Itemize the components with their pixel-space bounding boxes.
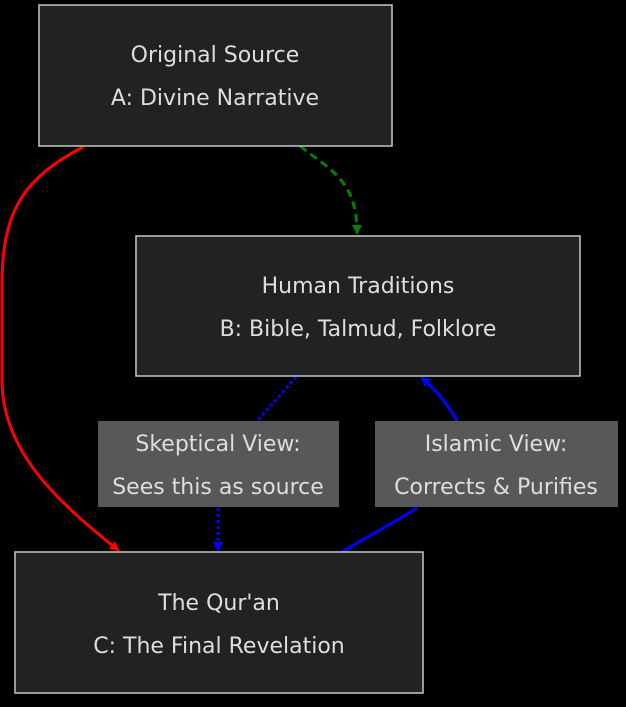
edge-islamic-label-to-b [420,376,459,422]
skeptical-label-line1: Skeptical View: [135,432,300,457]
node-quran: The Qur'an C: The Final Revelation [14,551,424,694]
edge-a-to-c [0,145,120,552]
node-a-subtitle: A: Divine Narrative [111,86,319,111]
edge-a-to-b [299,144,362,235]
edge-label-islamic-view: Islamic View: Corrects & Purifies [375,421,618,507]
islamic-label-line1: Islamic View: [425,432,568,457]
node-a-title: Original Source [131,43,300,68]
islamic-label-line2: Corrects & Purifies [394,475,598,500]
edge-b-to-skeptical-label [255,376,298,422]
node-human-traditions: Human Traditions B: Bible, Talmud, Folkl… [135,235,581,377]
node-original-source: Original Source A: Divine Narrative [38,4,393,147]
edge-label-skeptical-view: Skeptical View: Sees this as source [98,421,339,507]
node-b-title: Human Traditions [262,274,455,299]
skeptical-label-line2: Sees this as source [112,475,324,500]
node-c-title: The Qur'an [157,591,280,616]
node-c-subtitle: C: The Final Revelation [93,634,345,659]
node-b-subtitle: B: Bible, Talmud, Folklore [220,317,497,342]
edge-c-to-islamic-label [341,506,418,554]
